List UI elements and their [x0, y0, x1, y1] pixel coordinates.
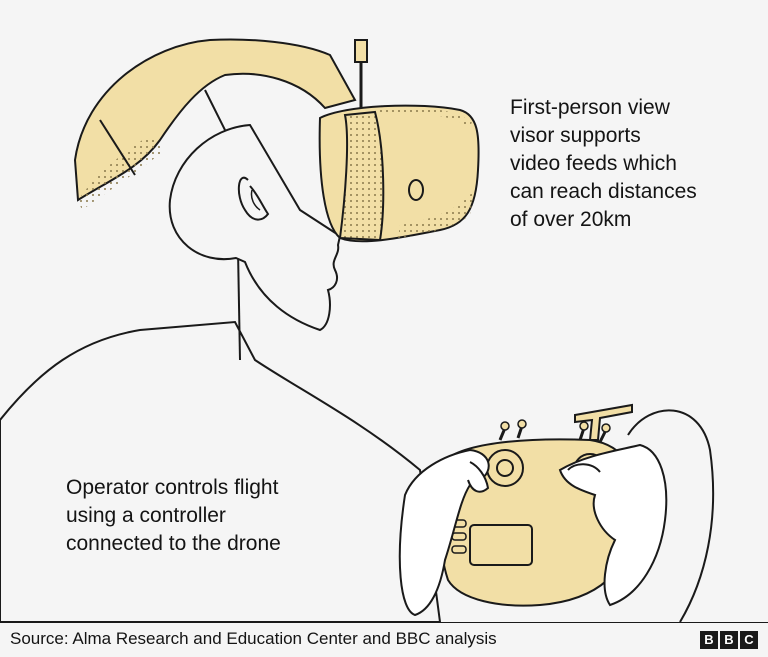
bbc-logo-letter-2: B [720, 631, 738, 649]
drone-operator-illustration [0, 38, 715, 622]
left-hand [398, 448, 490, 617]
controller-screen-icon [469, 524, 533, 566]
visor-callout: First-person view visor supports video f… [510, 96, 697, 231]
operator-callout: Operator controls flight using a control… [66, 476, 281, 555]
visor-lens-icon [408, 179, 424, 201]
visor-antenna [354, 39, 368, 63]
operator-body [0, 320, 442, 622]
bbc-logo-letter-1: B [700, 631, 718, 649]
controller-antenna [574, 403, 633, 441]
bbc-logo-letter-3: C [740, 631, 758, 649]
operator-head [168, 123, 342, 332]
right-hand [558, 443, 668, 607]
ear-icon [237, 176, 270, 221]
footer: Source: Alma Research and Education Cent… [0, 622, 768, 657]
controller-cable [627, 409, 715, 622]
operator-neck [237, 249, 241, 361]
bbc-logo: B B C [700, 631, 758, 649]
source-note: Source: Alma Research and Education Cent… [10, 629, 497, 648]
